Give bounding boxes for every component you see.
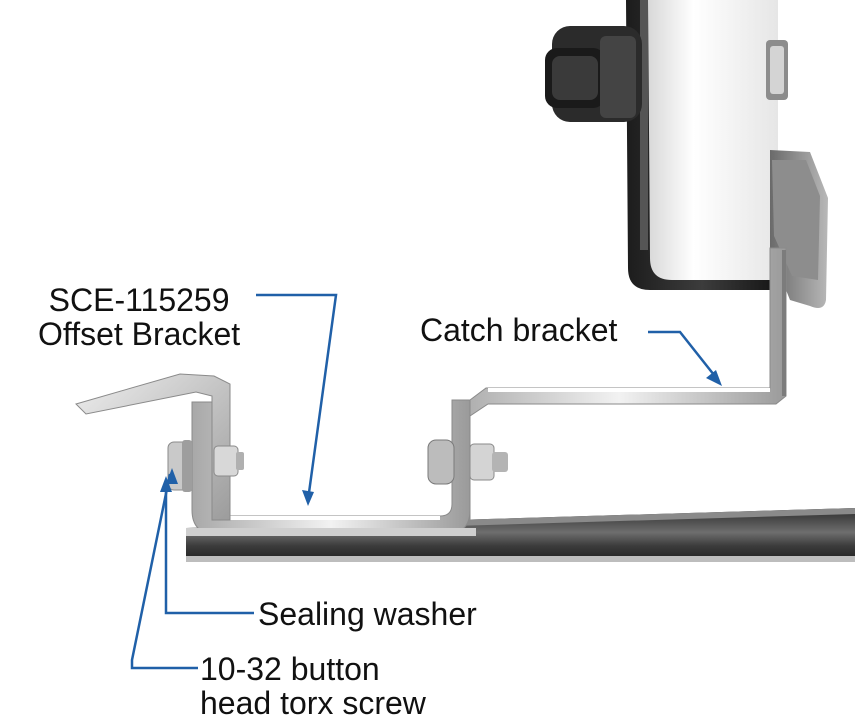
leader-lines bbox=[130, 293, 719, 670]
catch-bracket-shape bbox=[451, 247, 787, 521]
leader-offset-bracket bbox=[256, 293, 338, 501]
torx-screw-label-line2: head torx screw bbox=[200, 685, 426, 721]
clamp-knob bbox=[545, 26, 642, 122]
clamp-bolt bbox=[766, 40, 788, 100]
offset-bracket-part-number: SCE-115259 bbox=[48, 282, 230, 318]
arrowhead-offset-bracket bbox=[302, 490, 314, 506]
torx-screw-label: 10-32 button head torx screw bbox=[200, 652, 426, 720]
leader-sealing-washer bbox=[164, 482, 254, 615]
catch-bracket-label: Catch bracket bbox=[420, 312, 618, 348]
leader-torx-screw bbox=[130, 473, 198, 670]
leader-arrowheads bbox=[160, 370, 722, 506]
torx-screw-label-line1: 10-32 button bbox=[200, 651, 380, 687]
arrowhead-catch-bracket bbox=[706, 370, 722, 386]
offset-bracket-label: SCE-115259 Offset Bracket bbox=[38, 283, 240, 351]
leader-catch-bracket bbox=[648, 330, 719, 381]
offset-bracket-name: Offset Bracket bbox=[38, 316, 241, 352]
right-fastener bbox=[427, 439, 508, 485]
offset-bracket-shape bbox=[75, 373, 476, 536]
arrowhead-torx-screw bbox=[166, 468, 178, 484]
sealing-washer-label: Sealing washer bbox=[258, 596, 477, 632]
